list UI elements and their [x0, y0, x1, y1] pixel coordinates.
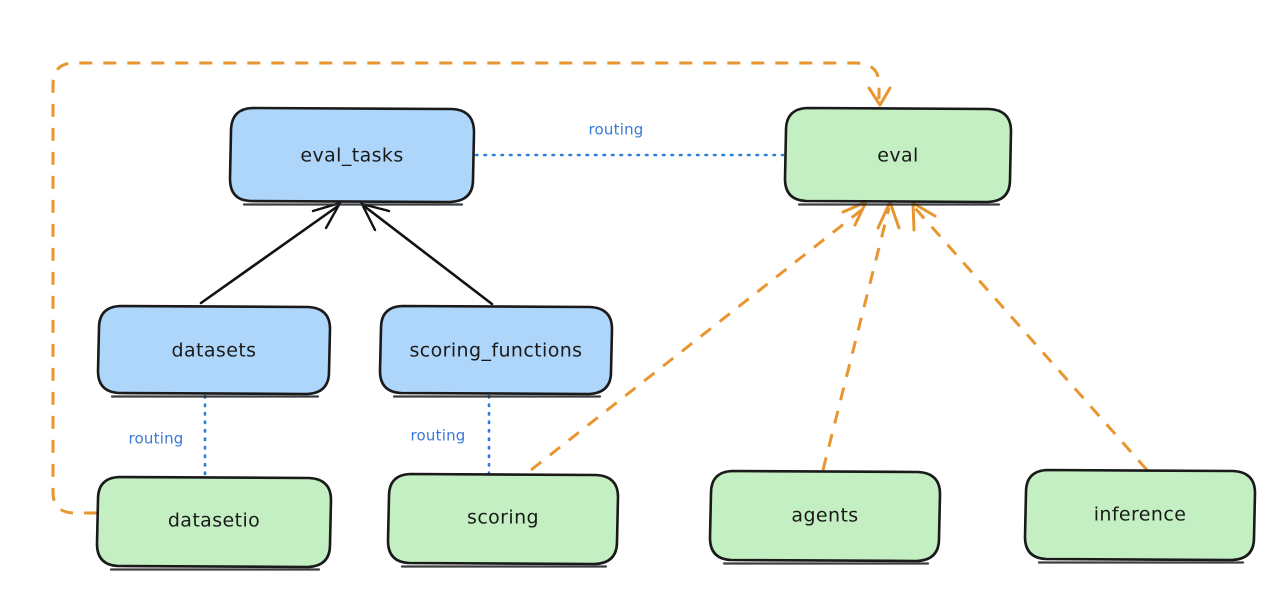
node-inference[interactable]: inference: [1023, 468, 1257, 564]
edge-datasets-eval-tasks: [199, 201, 343, 305]
node-inference-label: inference: [1094, 504, 1187, 526]
edge-label-routing-top: routing: [589, 121, 644, 139]
edge-agents-eval: [821, 200, 901, 471]
node-inference-box[interactable]: [1023, 468, 1257, 562]
node-scoring-label: scoring: [467, 507, 539, 529]
edge-agents-eval-line: [821, 207, 891, 471]
node-eval-tasks-label: eval_tasks: [300, 145, 403, 167]
node-datasets[interactable]: datasets: [96, 304, 332, 398]
edge-datasetio-eval-arrowhead: [867, 86, 892, 107]
edge-label-routing-scoring-functions: routing: [411, 427, 466, 445]
node-eval[interactable]: eval: [783, 106, 1013, 206]
edge-agents-eval-arrowhead: [876, 200, 901, 230]
node-datasetio[interactable]: datasetio: [95, 475, 333, 571]
edge-datasets-eval-tasks-arrowhead: [311, 201, 343, 230]
node-scoring-functions-label: scoring_functions: [410, 340, 583, 362]
edge-inference-eval-arrowhead: [911, 201, 937, 232]
edge-label-routing-datasets: routing: [129, 430, 184, 448]
edge-inference-eval-line: [913, 207, 1149, 471]
node-agents[interactable]: agents: [708, 469, 942, 565]
node-datasets-label: datasets: [172, 340, 257, 362]
node-agents-box[interactable]: [708, 469, 942, 563]
edge-inference-eval: [911, 201, 1149, 471]
node-agents-label: agents: [791, 505, 858, 527]
node-scoring-box[interactable]: [386, 472, 620, 566]
node-datasetio-box[interactable]: [95, 475, 333, 569]
node-eval-tasks[interactable]: eval_tasks: [228, 106, 476, 206]
node-scoring[interactable]: scoring: [386, 472, 620, 568]
edge-scoring-functions-eval-tasks-line: [362, 204, 494, 306]
node-eval-label: eval: [877, 145, 918, 167]
node-datasets-box[interactable]: [96, 304, 332, 396]
node-scoring-functions-box[interactable]: [378, 304, 614, 396]
edge-datasets-eval-tasks-line: [199, 204, 340, 305]
node-datasetio-label: datasetio: [168, 510, 260, 532]
node-scoring-functions[interactable]: scoring_functions: [378, 304, 614, 398]
edge-datasetio-eval-line: [51, 61, 881, 515]
node-eval-tasks-box[interactable]: [228, 106, 476, 204]
node-eval-box[interactable]: [783, 106, 1013, 204]
edge-scoring-functions-eval-tasks: [359, 202, 494, 306]
edge-datasetio-eval: [51, 61, 892, 515]
